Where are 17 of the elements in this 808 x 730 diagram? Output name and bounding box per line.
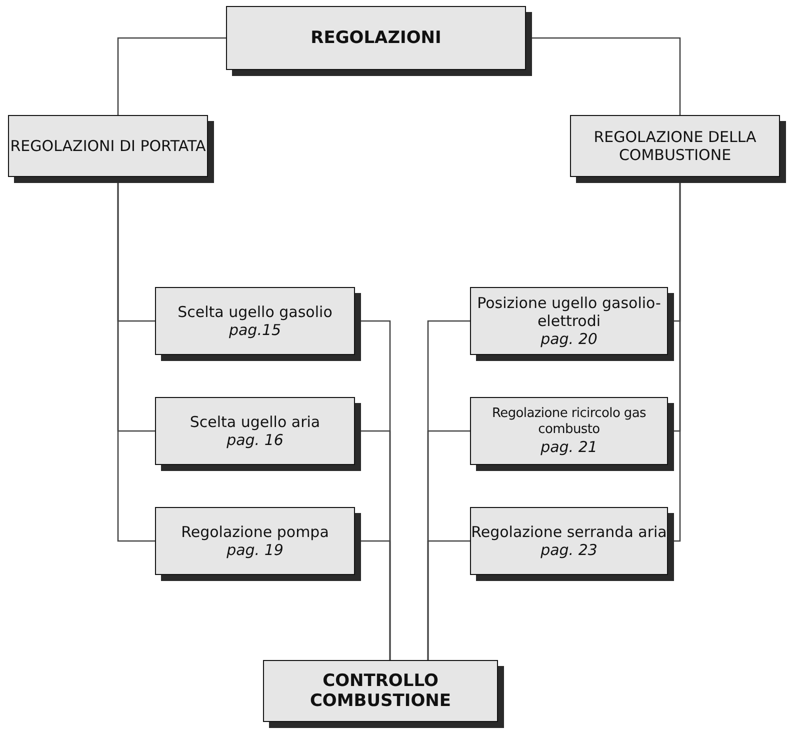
page-reference: pag. 20 — [540, 330, 598, 348]
box-label: REGOLAZIONE DELLA COMBUSTIONE — [592, 128, 758, 164]
page-reference: pag. 19 — [226, 541, 284, 559]
page-reference: pag.15 — [228, 321, 282, 339]
box-label: Regolazione pompa — [181, 523, 329, 541]
page-reference: pag. 16 — [226, 431, 284, 449]
box-title: CONTROLLO COMBUSTIONE — [308, 670, 452, 712]
box-label: REGOLAZIONI DI PORTATA — [10, 137, 206, 155]
box-label: Regolazione ricircolo gas combusto — [490, 406, 648, 438]
box-label: Regolazione serranda aria — [471, 523, 667, 541]
page-reference: pag. 21 — [540, 438, 598, 456]
box-label: Scelta ugello gasolio — [178, 303, 332, 321]
page-reference: pag. 23 — [540, 541, 598, 559]
connector-line — [117, 37, 226, 115]
connector-line — [427, 540, 470, 660]
box-title: REGOLAZIONI — [310, 28, 442, 48]
box-label: Scelta ugello aria — [190, 413, 320, 431]
